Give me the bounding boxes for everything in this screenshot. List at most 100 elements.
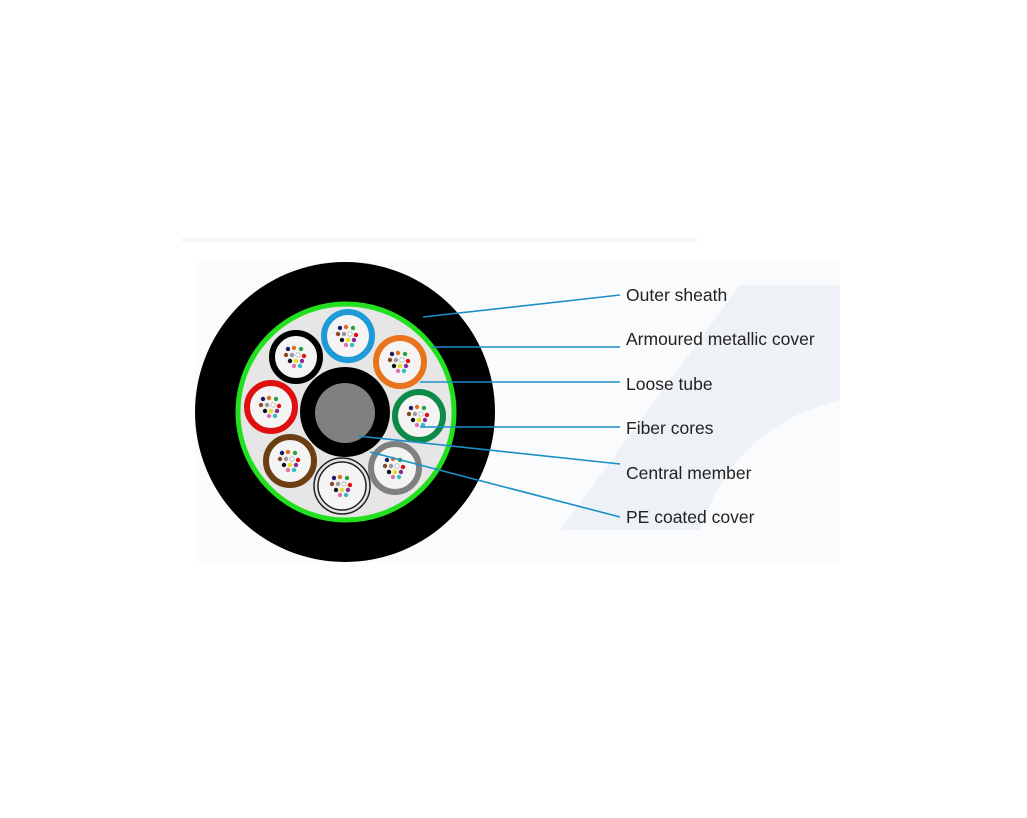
fiber-core (405, 358, 411, 364)
fiber-core (329, 481, 335, 487)
fiber-core (424, 412, 430, 418)
fiber-core (345, 337, 351, 343)
fiber-core (272, 413, 278, 419)
fiber-core (418, 411, 424, 417)
fiber-core (400, 464, 406, 470)
fiber-core (335, 331, 341, 337)
fiber-core (408, 405, 414, 411)
fiber-core (403, 363, 409, 369)
fiber-core (331, 475, 337, 481)
fiber-core (270, 402, 276, 408)
label-armoured-metallic-cover: Armoured metallic cover (626, 329, 815, 349)
fiber-core (387, 357, 393, 363)
fiber-core (420, 422, 426, 428)
label-fiber-cores: Fiber cores (626, 418, 714, 438)
fiber-core (344, 475, 350, 481)
fiber-core (341, 331, 347, 337)
fiber-core (389, 351, 395, 357)
fiber-core (291, 467, 297, 473)
fiber-core (390, 474, 396, 480)
fiber-core (337, 492, 343, 498)
fiber-core (397, 363, 403, 369)
fiber-core (277, 456, 283, 462)
fiber-core (399, 357, 405, 363)
loose-tube-outline (313, 457, 371, 515)
central-member (315, 383, 375, 443)
fiber-core (293, 462, 299, 468)
fiber-core (406, 411, 412, 417)
leader-line-outer-sheath (422, 294, 621, 318)
fiber-core (337, 474, 343, 480)
fiber-core (289, 352, 295, 358)
leader-line-pe-coated (369, 451, 621, 518)
fiber-core (398, 469, 404, 475)
loose-tube (392, 389, 446, 443)
loose-tube (321, 309, 375, 363)
loose-tube (244, 380, 298, 434)
label-loose-tube: Loose tube (626, 374, 713, 394)
loose-tube (373, 335, 427, 389)
fiber-core (298, 346, 304, 352)
fiber-core (339, 337, 345, 343)
background-strip (182, 238, 697, 242)
loose-tubes (244, 309, 446, 515)
fiber-core (384, 457, 390, 463)
background-swoosh (560, 285, 840, 530)
fiber-core (401, 368, 407, 374)
fiber-core (289, 456, 295, 462)
fiber-core (295, 457, 301, 463)
fiber-core (392, 469, 398, 475)
fiber-core (339, 487, 345, 493)
fiber-core (283, 352, 289, 358)
loose-tube (263, 434, 317, 488)
fiber-core (341, 481, 347, 487)
loose-tube (269, 330, 323, 384)
fiber-core (343, 324, 349, 330)
fiber-core (281, 462, 287, 468)
fiber-core (422, 417, 428, 423)
fiber-core (412, 411, 418, 417)
fiber-core (285, 467, 291, 473)
fiber-core (262, 408, 268, 414)
fiber-core (279, 450, 285, 456)
fiber-core (274, 408, 280, 414)
fiber-core (285, 346, 291, 352)
fiber-core (347, 331, 353, 337)
fiber-core (386, 469, 392, 475)
fiber-core (292, 450, 298, 456)
fiber-core (391, 363, 397, 369)
fiber-core (266, 413, 272, 419)
fiber-core (266, 395, 272, 401)
fiber-core (283, 456, 289, 462)
fiber-core (343, 342, 349, 348)
label-outer-sheath: Outer sheath (626, 285, 727, 305)
fiber-core (395, 350, 401, 356)
fiber-core (268, 408, 274, 414)
fiber-core (258, 402, 264, 408)
fiber-core (421, 405, 427, 411)
fiber-core (276, 403, 282, 409)
fiber-core (333, 487, 339, 493)
fiber-core (287, 358, 293, 364)
fiber-core (335, 481, 341, 487)
fiber-core (291, 345, 297, 351)
fiber-core (353, 332, 359, 338)
fiber-core (345, 487, 351, 493)
loose-tube (368, 441, 422, 495)
fiber-core (273, 396, 279, 402)
fiber-core (382, 463, 388, 469)
fiber-core (416, 417, 422, 423)
fiber-core (297, 363, 303, 369)
loose-tube (317, 461, 367, 511)
fiber-core (394, 463, 400, 469)
fiber-core (293, 358, 299, 364)
fiber-core (301, 353, 307, 359)
fiber-core (285, 449, 291, 455)
fiber-core (414, 404, 420, 410)
fiber-core (414, 422, 420, 428)
label-pe-coated-cover: PE coated cover (626, 507, 755, 527)
leader-lines (357, 294, 621, 518)
fiber-core (388, 463, 394, 469)
fiber-core (337, 325, 343, 331)
